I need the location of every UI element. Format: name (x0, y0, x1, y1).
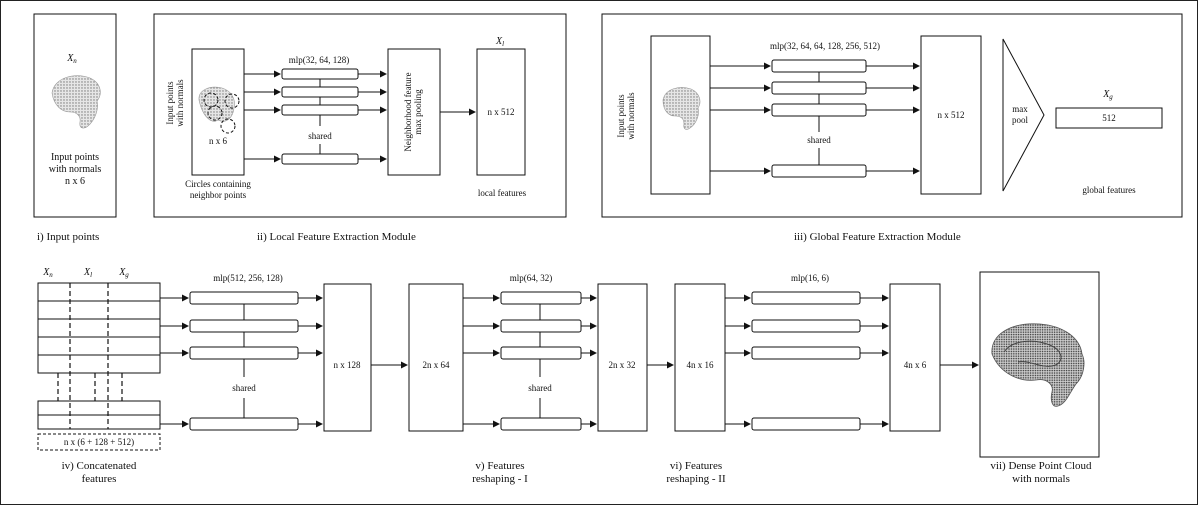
input-label-line3: n x 6 (65, 176, 85, 187)
global-shared-label: shared (807, 135, 831, 145)
box-4n-x-16-label: 4n x 16 (687, 360, 715, 370)
caption-input-points: i) Input points (37, 231, 99, 243)
local-pool-label-line1: Neighborhood feature (403, 72, 413, 151)
mlp3-label: mlp(16, 6) (791, 273, 829, 283)
mlp1-label: mlp(512, 256, 128) (213, 273, 283, 283)
concat-xg-label: Xg (118, 267, 129, 279)
xl-label: Xl (495, 36, 504, 48)
global-pool-label-line2: pool (1012, 115, 1029, 125)
xn-label: Xn (66, 53, 77, 65)
box-4n-x-6 (889, 283, 941, 432)
box-4n-x-16 (674, 283, 726, 432)
panel-global-feature-extraction: Input points with normals mlp(32, 64, 64… (601, 13, 1183, 243)
box-2n-x-32-label: 2n x 32 (609, 360, 636, 370)
caption-dense-line2: with normals (1012, 473, 1070, 485)
box-2n-x-64-label: 2n x 64 (423, 360, 451, 370)
box-2n-x-32 (597, 283, 648, 432)
input-label-line2: with normals (49, 164, 102, 175)
caption-reshape2-line2: reshaping - II (666, 473, 726, 485)
reshape-stage1: 2n x 64 mlp(64, 32) shared 2n x 32 v) Fe… (408, 273, 674, 485)
box-2n-x-64 (408, 283, 464, 432)
local-output-size: n x 512 (488, 107, 515, 117)
brain-point-cloud-icon (662, 87, 701, 130)
local-input-size: n x 6 (209, 136, 228, 146)
input-label-line1: Input points (51, 152, 99, 163)
box-n-x-128-label: n x 128 (334, 360, 362, 370)
dense-brain-point-cloud-icon (991, 323, 1085, 407)
global-mid-box (920, 35, 982, 195)
caption-reshape1-line2: reshaping - I (472, 473, 528, 485)
global-mid-size: n x 512 (938, 110, 965, 120)
local-output-box (476, 48, 526, 176)
box-4n-x-6-label: 4n x 6 (904, 360, 927, 370)
brain-neighbor-circles-icon (198, 86, 240, 134)
global-mlp-rows (710, 59, 920, 178)
global-rot-label-line2: with normals (626, 92, 636, 140)
brain-point-cloud-icon (51, 75, 101, 129)
caption-concat-line1: iv) Concatenated (62, 460, 137, 472)
reshape-stage2: 4n x 16 mlp(16, 6) 4n x 6 vi) Features r… (666, 273, 979, 485)
bottom-mlp-stage1: mlp(512, 256, 128) shared n x 128 (160, 273, 408, 432)
caption-local-module: ii) Local Feature Extraction Module (257, 231, 416, 243)
caption-reshape2-line1: vi) Features (670, 460, 722, 472)
local-mlp-rows (244, 68, 387, 165)
global-rot-label-line1: Input points (616, 94, 626, 138)
shared1-label: shared (232, 383, 256, 393)
local-rot-label-line1: Input points (165, 81, 175, 125)
local-note-line2: neighbor points (190, 190, 247, 200)
concat-feature-table (37, 282, 161, 430)
global-output-value: 512 (1102, 113, 1116, 123)
caption-global-module: iii) Global Feature Extraction Module (794, 231, 961, 243)
local-pool-label-line2: max pooling (413, 89, 423, 135)
caption-dense-line1: vii) Dense Point Cloud (990, 460, 1092, 472)
concat-size-label: n x (6 + 128 + 512) (64, 437, 134, 447)
caption-reshape1-line1: v) Features (475, 460, 524, 472)
caption-concat-line2: features (82, 473, 117, 485)
xg-label: Xg (1102, 89, 1113, 101)
local-features-label: local features (478, 188, 527, 198)
local-shared-label: shared (308, 131, 332, 141)
global-maxpool-triangle (1002, 38, 1045, 192)
concat-xl-label: Xl (83, 267, 92, 279)
panel-local-feature-extraction: Input points with normals n x 6 mlp(32, … (153, 13, 567, 243)
concat-xn-label: Xn (42, 267, 53, 279)
local-mlp-label: mlp(32, 64, 128) (289, 55, 350, 65)
concatenated-features: Xn Xl Xg n x (6 + 128 + 512) iv) Concate… (37, 267, 161, 485)
concat-dashed-box (37, 433, 161, 451)
global-output-box (1055, 107, 1163, 129)
input-panel-box (33, 13, 117, 218)
global-pool-label-line1: max (1012, 104, 1028, 114)
global-features-label: global features (1082, 185, 1136, 195)
shared2-label: shared (528, 383, 552, 393)
global-mlp-label: mlp(32, 64, 64, 128, 256, 512) (770, 41, 880, 51)
mlp2-label: mlp(64, 32) (510, 273, 553, 283)
local-rot-label-line2: with normals (175, 79, 185, 127)
box-n-x-128 (323, 283, 372, 432)
local-maxpool-box (387, 48, 441, 176)
dense-point-cloud-output: vii) Dense Point Cloud with normals (979, 271, 1100, 485)
panel-input-points: Xn Input points with normals n x 6 i) In… (33, 13, 117, 243)
local-note-line1: Circles containing (185, 179, 251, 189)
